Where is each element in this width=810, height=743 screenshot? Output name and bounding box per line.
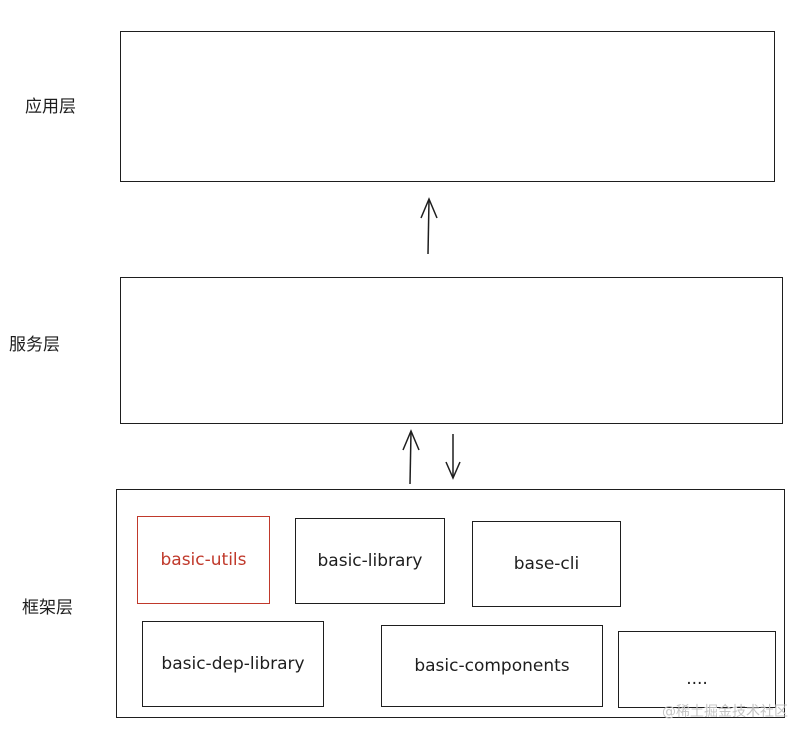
module-basic-components: basic-components xyxy=(381,625,603,707)
module-basic-library: basic-library xyxy=(295,518,445,604)
framework-layer-box xyxy=(116,489,785,718)
module-basic-dep-library: basic-dep-library xyxy=(142,621,324,707)
module-more: .... xyxy=(618,631,776,708)
service-layer-box xyxy=(120,277,783,424)
module-basic-utils: basic-utils xyxy=(137,516,270,604)
application-layer-box xyxy=(120,31,775,182)
application-layer-label: 应用层 xyxy=(25,97,76,117)
arrow-service-to-application xyxy=(420,197,438,255)
watermark-text: @稀土掘金技术社区 xyxy=(662,704,788,720)
module-base-cli: base-cli xyxy=(472,521,621,607)
arrow-framework-to-service xyxy=(402,429,420,485)
service-layer-label: 服务层 xyxy=(9,335,60,355)
framework-layer-label: 框架层 xyxy=(22,598,73,618)
arrow-service-to-framework xyxy=(445,434,461,480)
